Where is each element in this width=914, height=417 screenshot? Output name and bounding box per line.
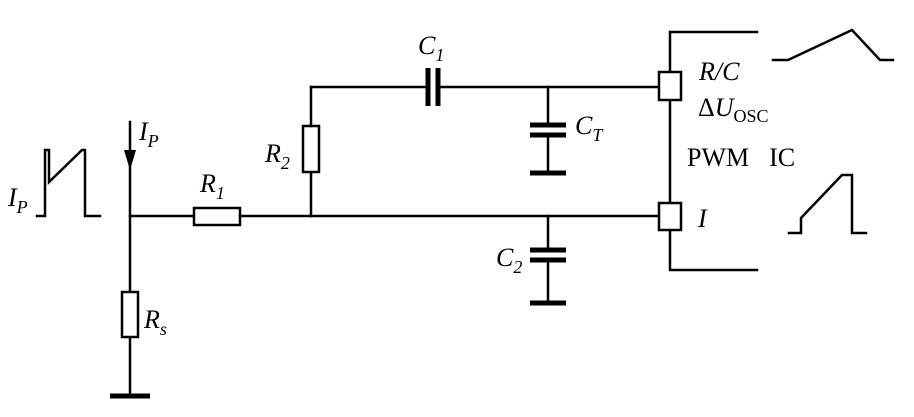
- i-pin-label: I: [697, 204, 708, 233]
- rs-resistor: [120, 290, 140, 339]
- ip-current-arrow: IP: [124, 117, 159, 170]
- ct-label: CT: [575, 111, 604, 145]
- ct-capacitor: [530, 85, 566, 176]
- ip-waveform-label: IP: [7, 183, 28, 217]
- rs-label: Rs: [143, 305, 167, 339]
- sense-ramp-waveform: [787, 173, 868, 235]
- r1-label: R1: [199, 169, 225, 203]
- c2-capacitor: [530, 214, 566, 306]
- ip-arrow-label: IP: [138, 117, 159, 151]
- c1-capacitor: [425, 68, 441, 106]
- oscillator-waveform: [771, 28, 895, 62]
- pwm-ic-outline: [668, 30, 759, 272]
- r2-resistor: [301, 124, 321, 174]
- r1-resistor: [192, 206, 242, 227]
- i-pin: [657, 201, 683, 232]
- rc-pin: [657, 70, 683, 102]
- delta-u-osc-label: ΔUOSC: [698, 93, 769, 126]
- ip-input-waveform: [35, 148, 102, 218]
- c2-label: C2: [496, 243, 522, 277]
- sense-branch: [110, 158, 196, 399]
- rc-pin-label: R/C: [698, 57, 740, 86]
- c1-label: C1: [418, 31, 444, 65]
- r2-label: R2: [264, 139, 290, 173]
